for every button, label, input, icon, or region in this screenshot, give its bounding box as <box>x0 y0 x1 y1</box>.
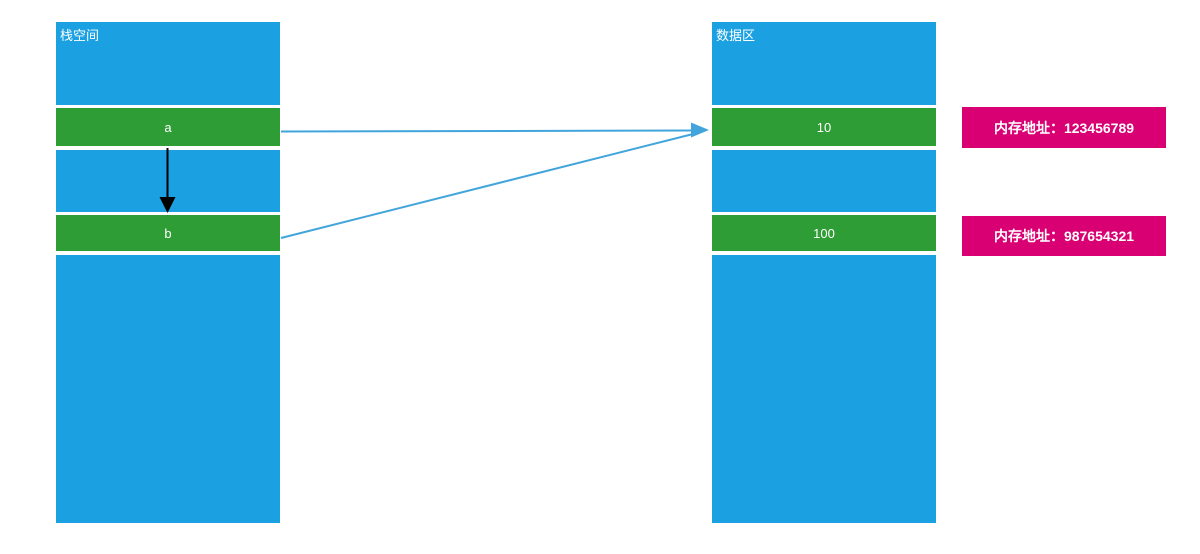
stack-top-block: 栈空间 <box>56 22 280 105</box>
data-area-cell-100-label: 100 <box>813 225 835 241</box>
data-area-middle-block <box>712 150 936 212</box>
data-area-cell-10: 10 <box>712 108 936 146</box>
data-area-bottom-block <box>712 255 936 523</box>
data-area-top-block: 数据区 <box>712 22 936 105</box>
stack-column: 栈空间 a b <box>56 22 280 523</box>
address-box-123456789: 内存地址：123456789 <box>962 107 1166 148</box>
data-area-column: 数据区 10 100 <box>712 22 936 523</box>
pointer-arrow-b-to-value-icon <box>280 132 696 239</box>
stack-cell-b: b <box>56 215 280 251</box>
stack-bottom-block <box>56 255 280 523</box>
stack-column-title: 栈空间 <box>60 28 100 43</box>
address-box-2-label: 内存地址：987654321 <box>993 228 1135 244</box>
data-area-cell-10-label: 10 <box>816 119 832 135</box>
pointer-arrow-a-to-value-icon <box>280 122 709 138</box>
stack-middle-block <box>56 150 280 212</box>
data-area-cell-100: 100 <box>712 215 936 251</box>
address-box-1-label: 内存地址：123456789 <box>993 119 1135 136</box>
stack-cell-a-label: a <box>164 119 172 135</box>
address-box-987654321: 内存地址：987654321 <box>962 216 1166 256</box>
stack-cell-b-label: b <box>164 225 172 241</box>
stack-cell-a: a <box>56 108 280 146</box>
data-area-column-title: 数据区 <box>716 28 756 43</box>
